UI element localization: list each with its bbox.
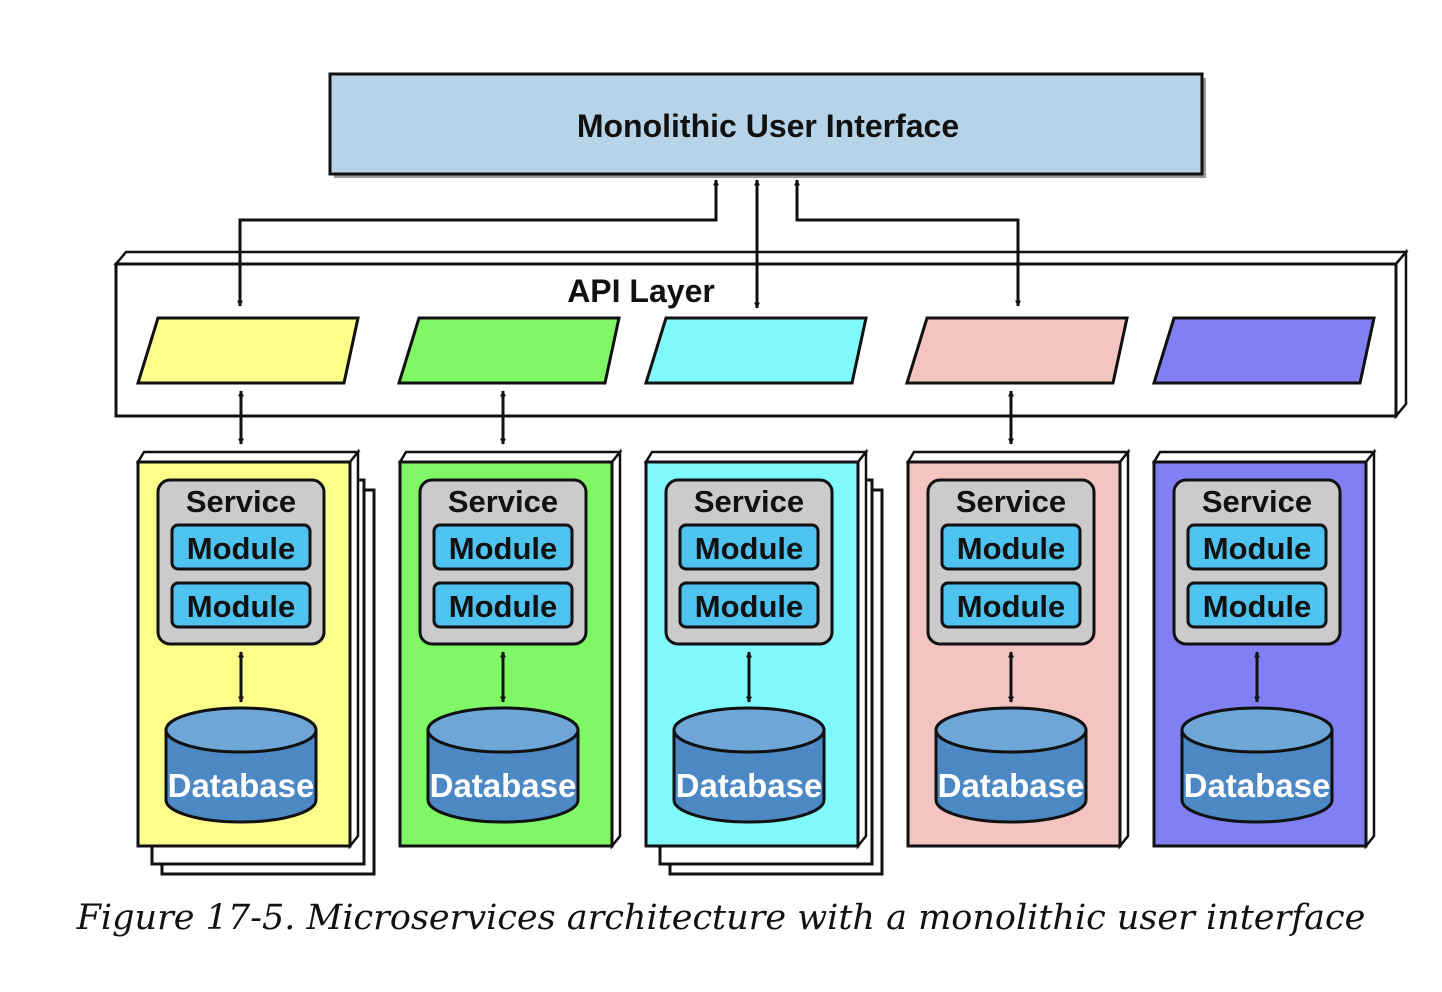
database-label: Database xyxy=(430,767,577,804)
module-box xyxy=(170,523,312,571)
connector-ui-api-1 xyxy=(237,179,719,307)
module-box xyxy=(678,523,820,571)
module-label: Module xyxy=(957,589,1066,624)
module-box xyxy=(432,581,574,629)
api-service-connectors xyxy=(238,390,1014,445)
connector-ui-api-4 xyxy=(794,179,1021,307)
service-label: Service xyxy=(448,484,558,519)
api-layer-label: API Layer xyxy=(567,273,715,309)
monolithic-ui: Monolithic User Interface xyxy=(328,72,1206,178)
architecture-diagram: Monolithic User Interface API Layer Serv… xyxy=(113,72,1409,876)
database-label: Database xyxy=(168,767,315,804)
module-box xyxy=(1186,523,1328,571)
database-cylinder xyxy=(672,728,826,824)
module-label: Module xyxy=(449,531,558,566)
module-box xyxy=(940,581,1082,629)
database-label: Database xyxy=(676,767,823,804)
module-label: Module xyxy=(187,589,296,624)
service-label: Service xyxy=(956,484,1066,519)
database-top xyxy=(672,706,826,754)
service-label: Service xyxy=(186,484,296,519)
module-label: Module xyxy=(695,531,804,566)
monolithic-ui-label: Monolithic User Interface xyxy=(577,108,959,144)
service-label: Service xyxy=(1202,484,1312,519)
database-cylinder xyxy=(934,728,1088,824)
database-cylinder xyxy=(164,728,318,824)
module-label: Module xyxy=(187,531,296,566)
module-label: Module xyxy=(1203,589,1312,624)
module-box xyxy=(432,523,574,571)
module-label: Module xyxy=(1203,531,1312,566)
database-label: Database xyxy=(938,767,1085,804)
module-label: Module xyxy=(449,589,558,624)
database-label: Database xyxy=(1184,767,1331,804)
service-label: Service xyxy=(694,484,804,519)
module-label: Module xyxy=(957,531,1066,566)
database-top xyxy=(934,706,1088,754)
module-box xyxy=(170,581,312,629)
database-cylinder xyxy=(1180,728,1334,824)
module-box xyxy=(678,581,820,629)
database-top xyxy=(426,706,580,754)
api-shape-2 xyxy=(396,316,621,385)
api-shape-4 xyxy=(904,316,1129,385)
api-shape-1 xyxy=(135,316,360,385)
figure-caption: Figure 17-5. Microservices architecture … xyxy=(76,898,1366,938)
monolithic-ui-box xyxy=(328,72,1204,176)
api-shape-5 xyxy=(1151,316,1376,385)
module-box xyxy=(1186,581,1328,629)
module-label: Module xyxy=(695,589,804,624)
database-cylinder xyxy=(426,728,580,824)
api-shape-3 xyxy=(643,316,868,385)
ui-api-connectors xyxy=(237,179,1021,309)
database-top xyxy=(1180,706,1334,754)
module-box xyxy=(940,523,1082,571)
database-top xyxy=(164,706,318,754)
